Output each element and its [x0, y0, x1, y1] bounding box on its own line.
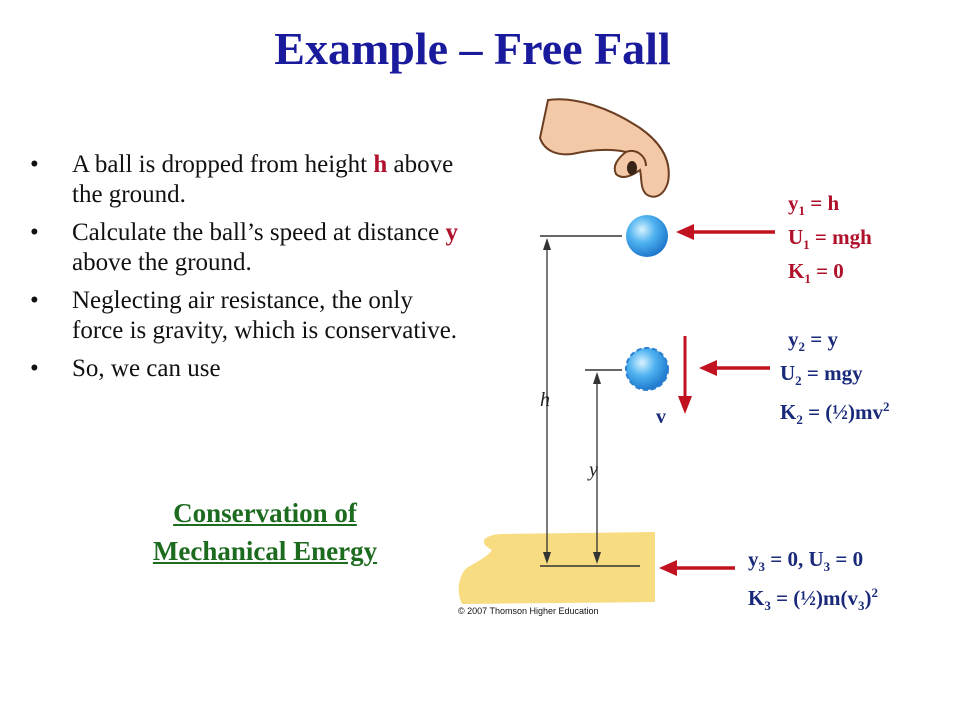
pointer-arrow-2-icon — [699, 360, 717, 376]
bullet-text: So, we can use — [72, 355, 221, 382]
pointer-arrow-3-icon — [659, 560, 677, 576]
bullet-text: above the ground. — [72, 249, 252, 276]
velocity-label: v — [656, 406, 666, 428]
pointer-arrow-1-icon — [676, 224, 694, 240]
label-k1: K1 = 0 — [788, 259, 844, 287]
bullet-dot-icon: • — [30, 219, 39, 246]
slide-title: Example – Free Fall — [274, 23, 671, 74]
ball-top-icon — [626, 215, 668, 257]
bullet-dot-icon: • — [30, 287, 39, 314]
label-k3: K3 = (½)m(v3)2 — [748, 585, 879, 614]
hand-icon — [538, 98, 670, 198]
bullet-item: • Neglecting air resistance, the only for… — [30, 286, 460, 346]
ground-icon — [458, 532, 655, 604]
label-y2: y2 = y — [788, 327, 838, 355]
state3-labels: y3 = 0, U3 = 0 K3 = (½)m(v3)2 — [748, 546, 878, 619]
bullet-text: A ball is dropped from height — [72, 151, 374, 178]
label-y3-u3: y3 = 0, U3 = 0 — [748, 547, 864, 575]
label-k2: K2 = (½)mv2 — [780, 399, 890, 428]
bullet-text: Neglecting air resistance, the only forc… — [72, 287, 458, 344]
bullet-item: •Calculate the ball’s speed at distance … — [30, 218, 460, 278]
bullet-highlight: h — [373, 151, 388, 178]
bullet-item: • So, we can use — [30, 354, 460, 384]
bullet-text: Calculate the ball’s speed at distance — [72, 219, 446, 246]
y-dimension-label: y — [587, 459, 598, 481]
label-u2: U2 = mgy — [780, 361, 863, 389]
conservation-line-1: Conservation of — [173, 498, 357, 528]
copyright-text: © 2007 Thomson Higher Education — [458, 606, 599, 616]
label-y1: y1 = h — [788, 191, 840, 219]
conservation-heading: Conservation of Mechanical Energy — [100, 494, 430, 570]
bullet-dot-icon: • — [30, 151, 39, 178]
velocity-arrowhead-icon — [678, 396, 692, 414]
conservation-line-2: Mechanical Energy — [152, 536, 378, 566]
bullet-list: • A ball is dropped from height h above t… — [30, 150, 460, 392]
state1-labels: y1 = h U1 = mgh K1 = 0 — [788, 190, 872, 293]
bullet-highlight: y — [445, 219, 458, 246]
bullet-text: above the ground. — [72, 151, 454, 208]
bullet-dot-icon: • — [30, 355, 39, 382]
y-arrow-up-icon — [593, 372, 601, 384]
state2-labels: y2 = y U2 = mgy K2 = (½)mv2 — [780, 326, 890, 434]
fingertip-icon — [627, 161, 637, 175]
h-arrow-up-icon — [543, 238, 551, 250]
bullet-item: • A ball is dropped from height h above t… — [30, 150, 460, 210]
ball-middle-icon — [625, 347, 669, 391]
label-u1: U1 = mgh — [788, 225, 872, 253]
y-arrow-down-icon — [593, 552, 601, 564]
h-arrow-down-icon — [543, 552, 551, 564]
h-dimension-label: h — [540, 389, 550, 411]
